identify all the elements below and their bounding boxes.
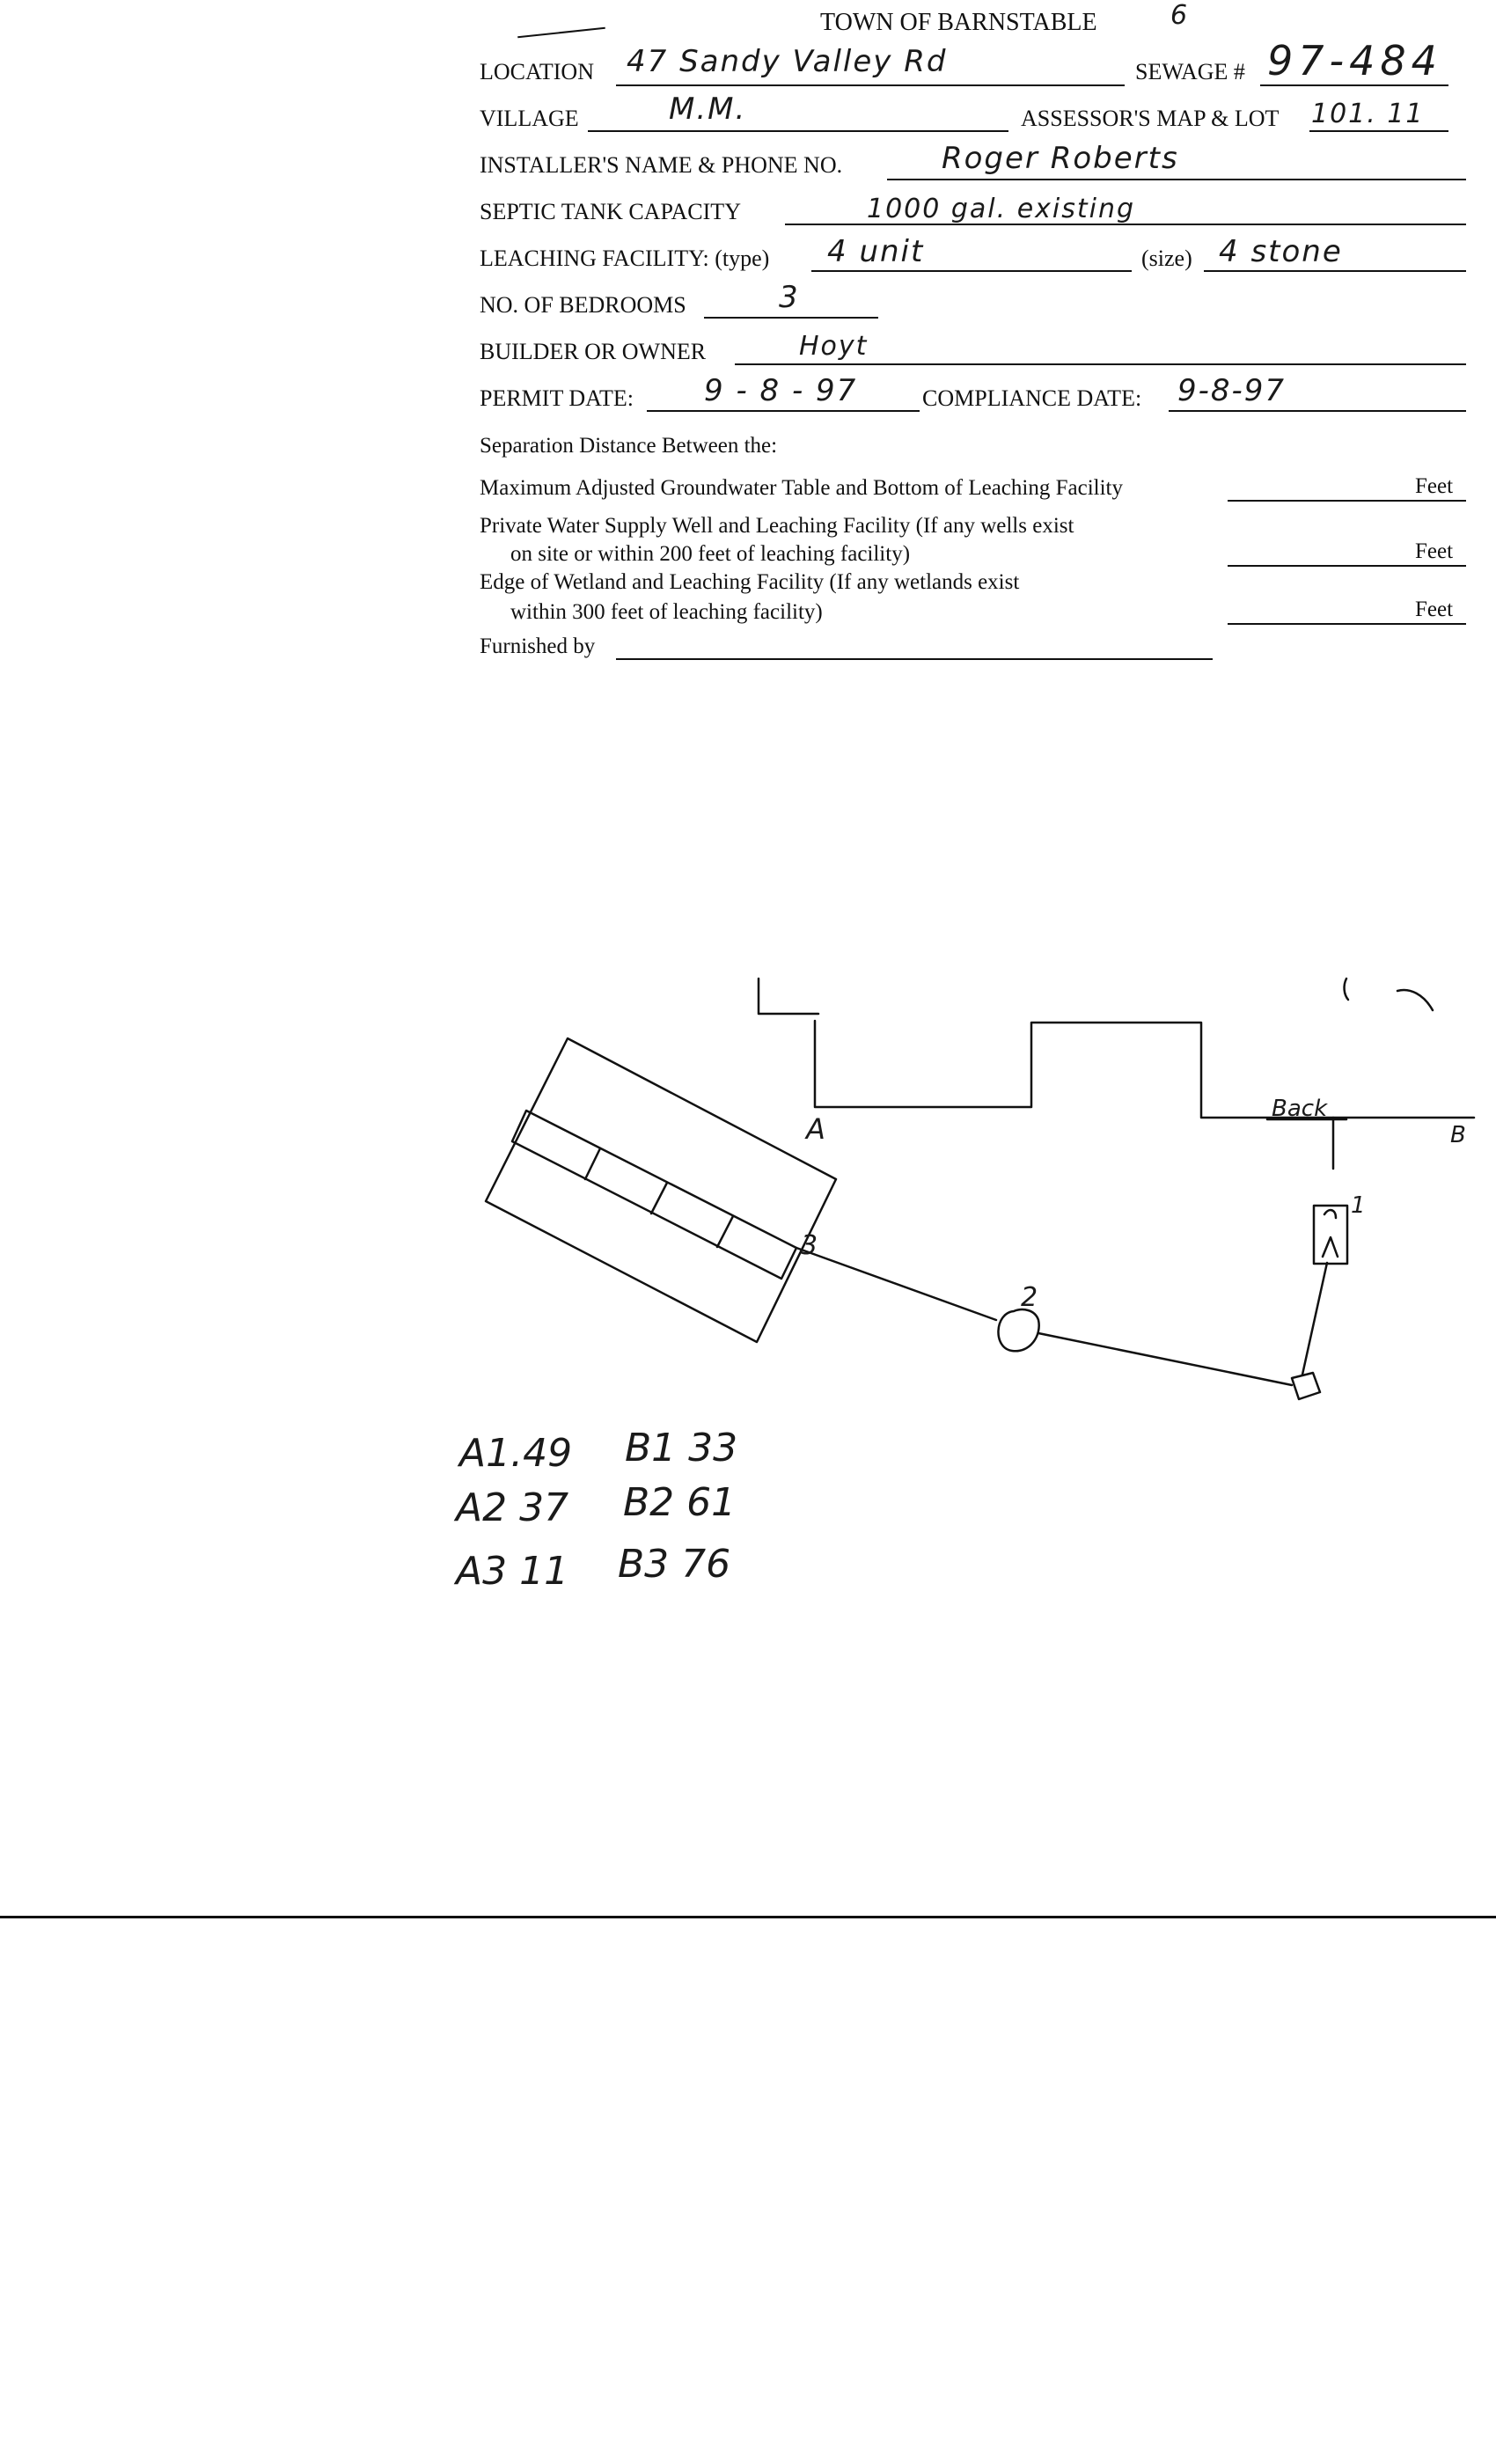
stray-mark-left: [1343, 977, 1350, 1001]
pipe-box-to-dbox: [1301, 1261, 1329, 1376]
separation-groundwater-line: [1228, 500, 1466, 502]
tank-line: [785, 224, 1466, 225]
measurement-a2: A2 37: [453, 1485, 568, 1530]
label-back: Back: [1272, 1096, 1328, 1122]
house-outline: [757, 977, 1476, 1119]
leaching-divider-2: [649, 1181, 669, 1215]
separation-groundwater-text: Maximum Adjusted Groundwater Table and B…: [480, 476, 1123, 500]
stray-mark-right: [1396, 988, 1434, 1012]
label-2: 2: [1021, 1282, 1038, 1313]
leaching-label: LEACHING FACILITY: (type): [480, 246, 770, 271]
leaching-inner-box: [510, 1109, 798, 1280]
builder-value: Hoyt: [799, 331, 869, 362]
tank-label: SEPTIC TANK CAPACITY: [480, 199, 741, 224]
pipe-to-tank: [1037, 1331, 1294, 1387]
compliance-value: 9-8-97: [1177, 373, 1287, 408]
bedrooms-value: 3: [779, 280, 800, 315]
separation-well-text-2: on site or within 200 feet of leaching f…: [510, 542, 911, 566]
cleanout-box: [1312, 1204, 1349, 1265]
assessor-value: 101. 11: [1311, 99, 1425, 129]
location-line: [616, 84, 1125, 86]
leaching-outer-box: [484, 1037, 838, 1344]
label-b: B: [1450, 1122, 1466, 1148]
furnished-label: Furnished by: [480, 634, 596, 658]
leaching-divider-3: [715, 1214, 735, 1249]
permit-label: PERMIT DATE:: [480, 385, 634, 411]
sewage-line: [1260, 84, 1448, 86]
measurement-a3: A3 11: [453, 1549, 568, 1594]
separation-well-feet: Feet: [1415, 539, 1454, 563]
location-value: 47 Sandy Valley Rd: [627, 44, 948, 79]
cleanout-mark: [1321, 1208, 1339, 1258]
label-1: 1: [1351, 1192, 1366, 1219]
sewage-label: SEWAGE #: [1135, 59, 1245, 84]
label-a: A: [804, 1112, 825, 1146]
sewage-value: 97-484: [1267, 37, 1442, 84]
leaching-divider-1: [583, 1147, 602, 1181]
furnished-line: [616, 658, 1213, 660]
label-3: 3: [801, 1230, 818, 1261]
form-title: TOWN OF BARNSTABLE: [820, 9, 1097, 36]
septic-tank-symbol: [997, 1308, 1040, 1353]
separation-wetland-text-2: within 300 feet of leaching facility): [510, 600, 823, 624]
builder-line: [735, 363, 1466, 365]
leaching-type-line: [811, 270, 1132, 272]
distribution-box: [1290, 1371, 1322, 1401]
installer-value: Roger Roberts: [942, 141, 1179, 176]
bedrooms-label: NO. OF BEDROOMS: [480, 292, 686, 318]
builder-label: BUILDER OR OWNER: [480, 339, 707, 364]
page-divider: [0, 1916, 1496, 1918]
separation-heading: Separation Distance Between the:: [480, 434, 778, 458]
compliance-line: [1169, 410, 1466, 412]
permit-line: [647, 410, 920, 412]
measurement-b2: B2 61: [623, 1480, 736, 1525]
leaching-type-value: 4 unit: [827, 234, 925, 269]
size-value: 4 stone: [1219, 234, 1343, 269]
bedrooms-line: [704, 317, 878, 319]
title-mark: 6: [1170, 0, 1190, 31]
separation-wetland-feet: Feet: [1415, 598, 1454, 621]
separation-groundwater-feet: Feet: [1415, 474, 1454, 498]
measurement-a1: A1.49: [457, 1431, 572, 1476]
site-sketch: A Back B 3 2 1 A1.49 B1 33 A2 37 B2 61 A…: [453, 977, 1476, 1594]
assessor-label: ASSESSOR'S MAP & LOT: [1021, 106, 1280, 131]
separation-wetland-text-1: Edge of Wetland and Leaching Facility (I…: [480, 570, 1020, 594]
separation-wetland-line: [1228, 623, 1466, 625]
installer-label: INSTALLER'S NAME & PHONE NO.: [480, 152, 843, 178]
measurement-b1: B1 33: [625, 1426, 737, 1470]
village-value: M.M.: [669, 92, 747, 127]
size-line: [1204, 270, 1466, 272]
assessor-line: [1309, 130, 1448, 132]
village-line: [588, 130, 1008, 132]
compliance-label: COMPLIANCE DATE:: [922, 385, 1142, 411]
permit-value: 9 - 8 - 97: [704, 373, 858, 408]
pipe-to-leaching: [795, 1246, 998, 1322]
installer-line: [887, 179, 1466, 180]
separation-well-text-1: Private Water Supply Well and Leaching F…: [480, 514, 1074, 538]
permit-form: TOWN OF BARNSTABLE 6 LOCATION 47 Sandy V…: [0, 0, 1496, 669]
size-label: (size): [1141, 246, 1192, 271]
village-label: VILLAGE: [480, 106, 579, 131]
tank-value: 1000 gal. existing: [867, 194, 1136, 224]
location-label: LOCATION: [480, 59, 594, 84]
separation-well-line: [1228, 565, 1466, 567]
measurement-b3: B3 76: [618, 1542, 730, 1587]
